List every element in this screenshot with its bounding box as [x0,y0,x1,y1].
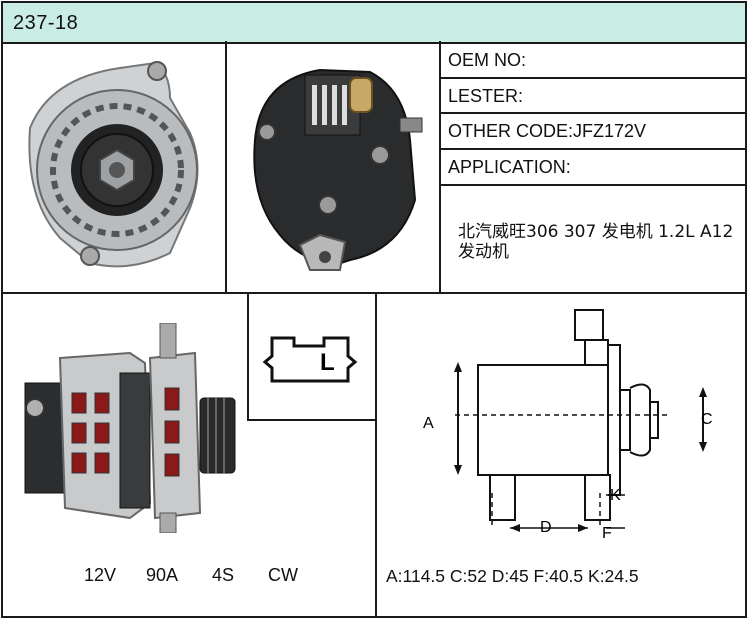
dim-label-d: D [540,519,552,536]
application-value: 北汽威旺306 307 发电机 1.2L A12发动机 [458,222,734,262]
alternator-side-image [24,323,236,533]
voltage-spec: 12V [84,565,117,585]
divider [439,41,441,293]
dim-label-c: C [701,411,713,428]
dimension-drawing: A C D F K [423,309,713,542]
divider [441,148,747,150]
plug-terminal-label: L [320,349,335,376]
dimensions-text: A:114.5 C:52 D:45 F:40.5 K:24.5 [386,566,639,586]
divider [225,41,227,293]
lester-row: LESTER: [440,78,742,112]
oem-label: OEM NO: [448,50,527,70]
alternator-front-image [28,61,199,268]
divider [441,77,747,79]
plug-connector-icon: L [262,336,358,383]
rotation-spec: CW [268,565,298,585]
other-code-row: OTHER CODE:JFZ172V [440,113,742,148]
application-label: APPLICATION: [448,157,571,177]
dim-label-f: F [602,525,612,542]
part-number-title: 237-18 [13,12,79,34]
pulley-grooves-spec: 4S [212,565,235,585]
application-row: APPLICATION: [440,149,742,184]
dim-label-a: A [423,415,434,432]
dim-label-k: K [610,487,621,504]
lester-label: LESTER: [448,86,524,106]
other-code-label: OTHER CODE:JFZ172V [448,121,647,141]
header-bar: 237-18 [3,3,745,44]
oem-row: OEM NO: [440,42,742,77]
plug-box [247,293,375,421]
other-code-value: JFZ172V [573,121,647,141]
divider [441,112,747,114]
divider [375,293,377,618]
amperage-spec: 90A [146,565,179,585]
alternator-rear-image [253,68,423,271]
divider [441,184,747,186]
